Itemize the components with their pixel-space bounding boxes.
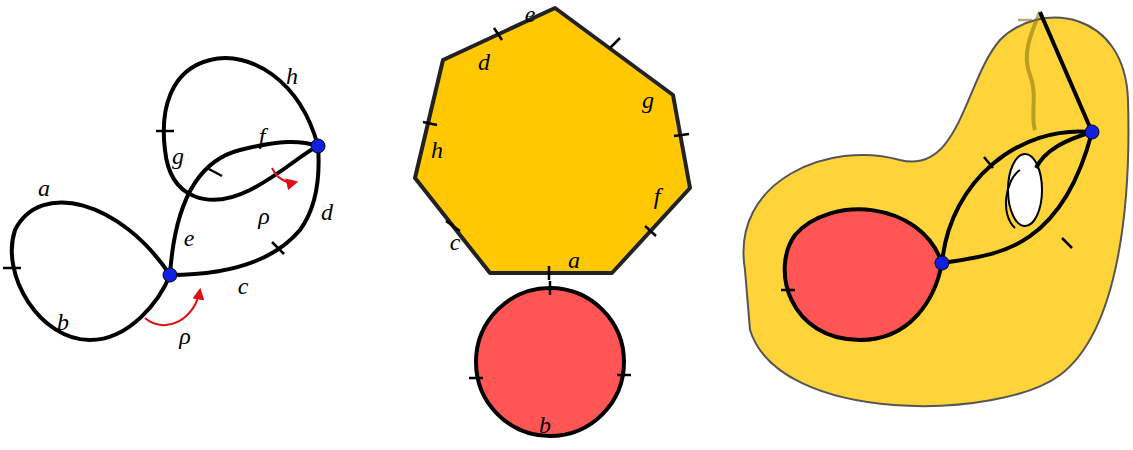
ticks	[423, 28, 689, 280]
edge-label: d	[321, 200, 333, 224]
ticks	[469, 281, 631, 378]
vertex	[935, 256, 949, 270]
edge-label: ρ	[258, 204, 270, 228]
edge-label: d	[478, 50, 490, 74]
edge-label: b	[539, 413, 551, 437]
heptagon	[415, 8, 690, 273]
surface	[743, 18, 1128, 406]
edge-label: a	[568, 248, 580, 272]
ticks	[3, 131, 284, 268]
edge-label: e	[184, 226, 195, 250]
edge-label: ρ	[179, 324, 191, 348]
edge-label: a	[38, 176, 50, 200]
hole-rim	[1006, 170, 1020, 228]
surface-graph	[942, 12, 1092, 263]
edge-label: h	[431, 138, 443, 162]
edge-cd	[170, 146, 319, 275]
edge-label: c	[450, 230, 461, 254]
vertex	[311, 139, 325, 153]
edge-label: g	[642, 88, 654, 112]
hidden-edge	[1027, 12, 1040, 130]
vertex	[1085, 125, 1099, 139]
graph	[3, 58, 319, 340]
edge-label: f	[259, 124, 266, 148]
vertex	[163, 268, 177, 282]
edge-label: e	[525, 2, 536, 26]
edge-label: f	[654, 184, 661, 208]
disk	[476, 288, 624, 436]
edge-label: b	[57, 310, 69, 334]
edge-label: c	[238, 274, 249, 298]
edge-label: g	[172, 144, 184, 168]
rotation-arrow	[145, 290, 200, 325]
loop-gh	[164, 58, 318, 200]
red-face	[785, 209, 942, 340]
rotation-arrow	[272, 168, 296, 182]
edge-label: h	[286, 64, 298, 88]
ticks	[781, 20, 1072, 290]
